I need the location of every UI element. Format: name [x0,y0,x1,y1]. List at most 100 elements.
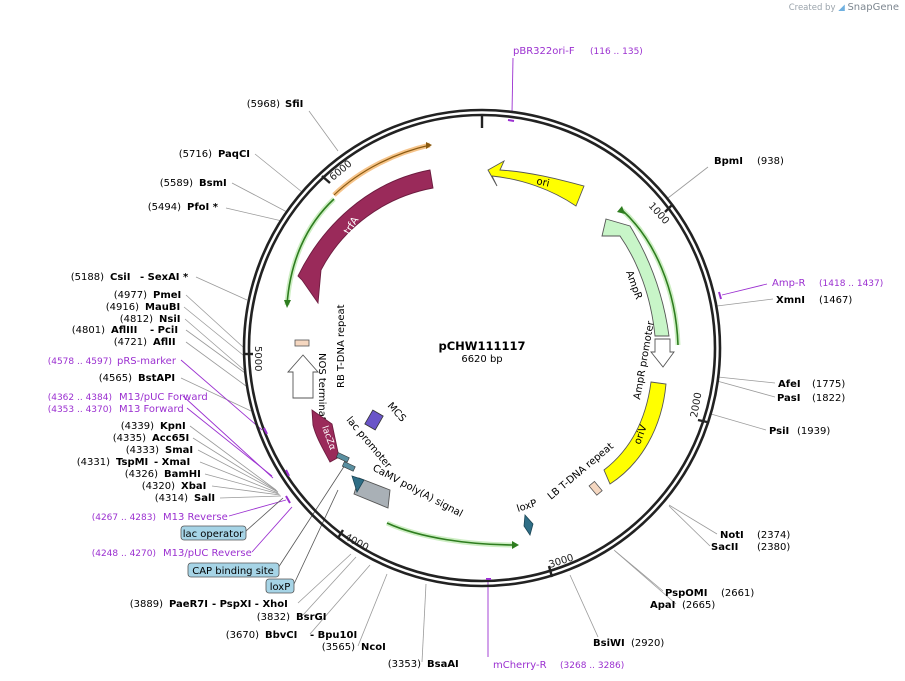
site-name: PaqCI [218,149,250,160]
site-name: SalI [194,493,215,504]
site-name: BsaAI [427,659,459,670]
site-pos: (4916) [106,302,139,313]
site-pos: (2665) [682,600,715,611]
site-extra: - PciI [150,325,178,336]
credit-text: Created by [788,3,836,13]
tag-lac-operator: lac operator [183,529,244,540]
site-name: NotI [720,530,744,541]
site-labels: (5968) SfiI (5716) PaqCI (5589) BsmI (54… [71,99,853,670]
site-pos: (3353) [388,659,421,670]
site-name: BstAPI [138,373,175,384]
site-pos: (4721) [114,337,147,348]
site-name: PfoI * [187,202,219,213]
primer-leaders [180,57,768,657]
site-name: CsiI [110,272,130,283]
site-pos: (1822) [812,393,845,404]
tag-loxp: loxP [270,582,291,593]
primer-range: (4353 .. 4370) [48,405,112,415]
site-name: Acc65I [152,433,189,444]
site-leaders [180,110,776,663]
site-pos: (1939) [797,426,830,437]
site-extra: - XmaI [154,457,190,468]
primer-marks [263,119,722,580]
site-name: BpmI [714,156,743,167]
site-name: AfeI [778,379,801,390]
ampR-promoter-feature [650,338,675,368]
loxp-label: loxP [516,498,539,515]
site-name: PasI [777,393,800,404]
lac-operator-feature [335,452,350,463]
lb-tdna-repeat-feature [588,480,603,496]
site-name: PmeI [153,290,181,301]
site-pos: (2920) [631,638,664,649]
green-arrow-bottom [385,520,516,548]
site-name: BamHI [164,469,201,480]
site-pos: (1775) [812,379,845,390]
site-name: TspMI [116,457,148,468]
feature-tags: lac operator CAP binding site loxP [180,525,295,594]
site-name: NcoI [361,642,386,653]
site-name: SfiI [285,99,303,110]
primer-name: pRS-marker [117,356,177,367]
site-pos: (4801) [72,325,105,336]
site-name: BsiWI [593,638,625,649]
site-pos: (4812) [120,314,153,325]
site-name: BsrGI [296,612,326,623]
primer-labels: pBR322ori-F (116 .. 135) Amp-R (1418 .. … [48,46,884,671]
site-extra: - SexAI * [140,272,189,283]
site-name: PaeR7I [169,599,208,610]
site-pos: (2380) [757,542,790,553]
site-name: PsiI [769,426,789,437]
oriV-feature [603,381,667,485]
rb-tdna-repeat-label: RB T-DNA repeat [336,304,347,388]
primer-range: (3268 .. 3286) [560,661,624,671]
rb-tdna-repeat-feature [294,339,310,347]
site-pos: (938) [757,156,784,167]
primer-range: (1418 .. 1437) [819,279,883,289]
mcs-label: MCS [385,401,408,425]
site-pos: (5188) [71,272,104,283]
primer-name: M13 Forward [119,404,184,415]
scale-label-2000: 2000 [689,392,704,419]
site-pos: (3565) [322,642,355,653]
cap-site-feature [341,461,356,472]
primer-name: M13/pUC Reverse [163,548,252,559]
primer-range: (4578 .. 4597) [48,357,112,367]
site-pos: (4333) [126,445,159,456]
primer-range: (4362 .. 4384) [48,393,112,403]
site-name: BbvCI [265,630,297,641]
scale-ticks [244,115,708,578]
primer-range: (4248 .. 4270) [92,549,156,559]
site-pos: (4977) [114,290,147,301]
snapgene-credit: Created by ◢ SnapGene [789,2,899,13]
site-extra: - Bpu10I [310,630,357,641]
tag-cap-binding-site: CAP binding site [192,566,274,577]
site-name: BsmI [199,178,227,189]
site-name: MauBI [145,302,180,313]
site-pos: (3670) [226,630,259,641]
site-name: ApaI [650,600,675,611]
primer-name: pBR322ori-F [513,46,575,57]
nos-terminator-feature [287,354,319,399]
site-name: NsiI [159,314,180,325]
mcs-feature [364,409,384,431]
site-pos: (1467) [819,295,852,306]
site-pos: (5968) [247,99,280,110]
site-pos: (4565) [99,373,132,384]
site-pos: (4339) [121,421,154,432]
primer-name: mCherry-R [493,660,547,671]
site-name: SacII [711,542,738,553]
primer-range: (4267 .. 4283) [92,513,156,523]
site-pos: (5716) [179,149,212,160]
trfA-feature [297,169,434,305]
site-pos: (2661) [721,588,754,599]
site-name: AflII [153,337,176,348]
plasmid-length: 6620 bp [461,354,502,365]
primer-range: (116 .. 135) [590,47,643,57]
brand-name: SnapGene [847,2,899,13]
site-pos: (4335) [113,433,146,444]
plasmid-name: pCHW111117 [439,339,526,353]
site-pos: (4314) [155,493,188,504]
